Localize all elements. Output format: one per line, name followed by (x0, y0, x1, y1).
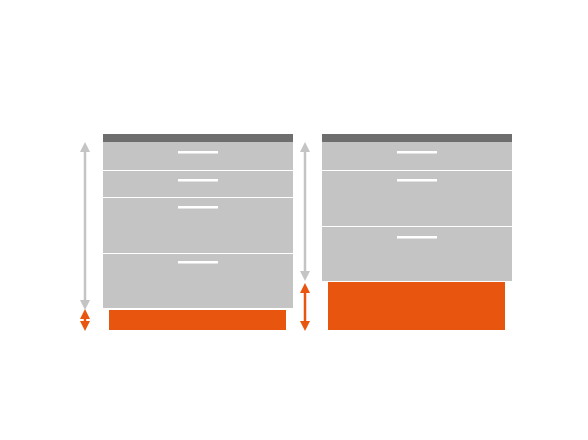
drawer-handle (178, 261, 218, 264)
plinth (328, 282, 505, 330)
drawer-handle (178, 179, 218, 182)
countertop (322, 134, 512, 142)
drawer-front (322, 227, 512, 281)
plinth (109, 310, 286, 330)
drawer-handle (397, 151, 437, 154)
drawer-front (103, 171, 293, 197)
drawer-handle (397, 236, 437, 239)
drawer-handle (178, 206, 218, 209)
drawer-handle (178, 151, 218, 154)
drawer-front (103, 142, 293, 170)
drawer-handle (397, 179, 437, 182)
drawer-front (322, 142, 512, 170)
countertop (103, 134, 293, 142)
cabinet-high-plinth (300, 134, 512, 331)
cabinet-low-plinth (80, 134, 293, 331)
